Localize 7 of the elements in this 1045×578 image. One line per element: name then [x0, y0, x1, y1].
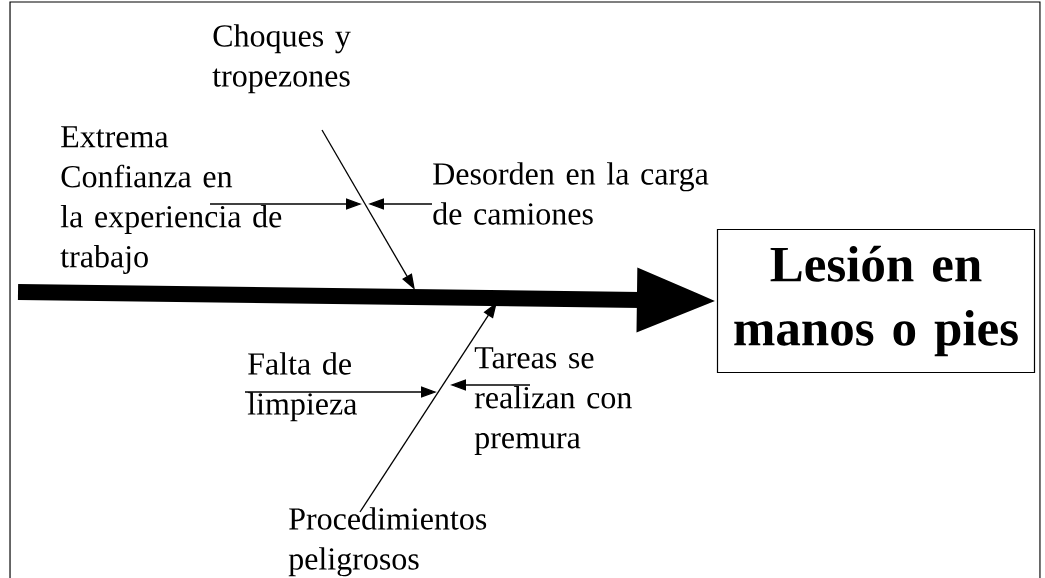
- effect-box: Lesión en manos o pies: [716, 228, 1036, 374]
- cause-label: Choques y tropezones: [212, 24, 351, 94]
- cause-label: Extrema Confianza en la experiencia de trabajo: [60, 126, 282, 274]
- cause-label: Falta de limpieza: [247, 352, 357, 422]
- cause-label: Desorden en la carga de camiones: [433, 162, 709, 225]
- cause-label: Tareas se realizan con premura: [474, 347, 632, 455]
- cause-label: Procedimientos peligrosos: [288, 507, 487, 577]
